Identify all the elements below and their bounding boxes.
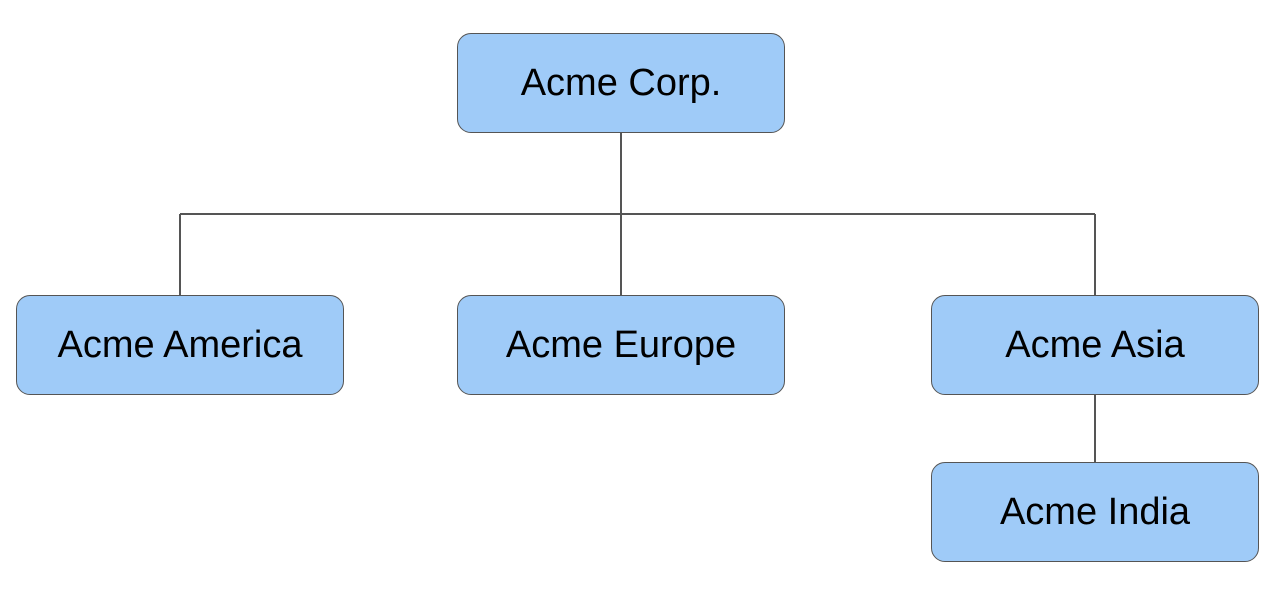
node-acme-corp: Acme Corp.	[457, 33, 785, 133]
node-acme-america: Acme America	[16, 295, 344, 395]
node-label: Acme Europe	[505, 323, 737, 366]
node-label: Acme Asia	[1005, 323, 1185, 366]
node-label: Acme Corp.	[520, 61, 722, 104]
node-acme-asia: Acme Asia	[931, 295, 1259, 395]
node-label: Acme India	[999, 490, 1191, 533]
node-acme-india: Acme India	[931, 462, 1259, 562]
node-label: Acme America	[57, 323, 303, 366]
node-acme-europe: Acme Europe	[457, 295, 785, 395]
